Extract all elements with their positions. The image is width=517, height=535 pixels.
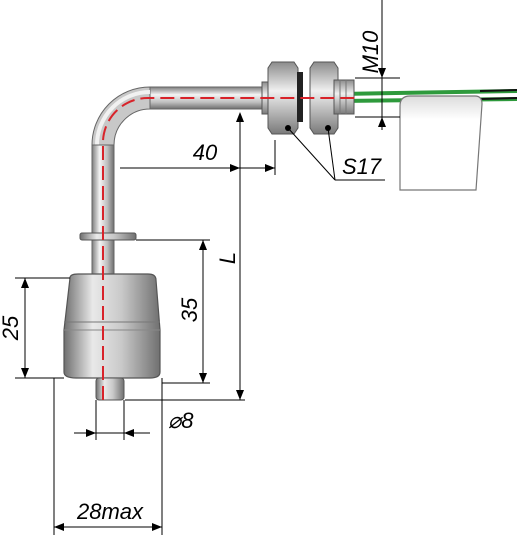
stop-collar (79, 232, 137, 241)
label-s17: S17 (342, 154, 382, 179)
center-lines (101, 96, 360, 400)
label-35: 35 (177, 297, 202, 322)
dimension-lines (15, 0, 400, 535)
label-28max: 28max (76, 499, 144, 524)
sealing-washer (297, 72, 303, 122)
cable-tag (399, 95, 483, 191)
label-m10: M10 (358, 30, 383, 74)
label-diameter-8: ⌀8 (168, 408, 194, 433)
float-body (63, 273, 161, 379)
label-40: 40 (193, 140, 218, 165)
bottom-stop (95, 377, 125, 401)
label-l: L (215, 252, 240, 264)
dimension-labels: M10 40 L S17 35 25 ⌀8 28max (0, 30, 383, 524)
label-25: 25 (0, 315, 23, 341)
